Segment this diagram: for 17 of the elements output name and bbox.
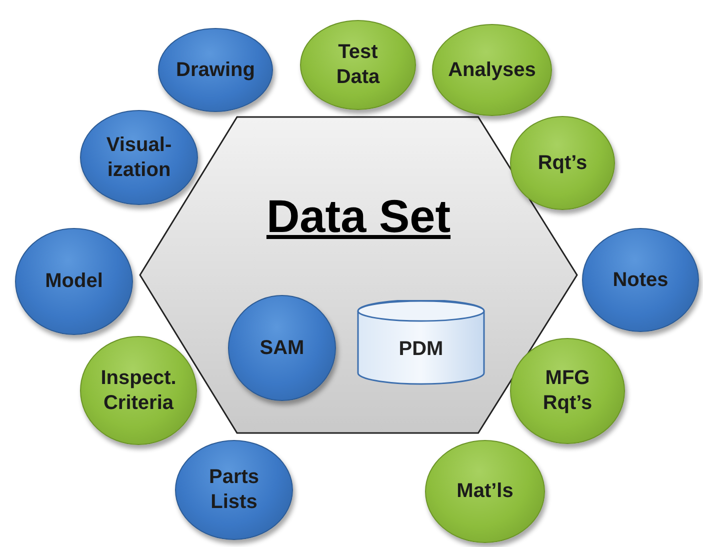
node-label: Data Set bbox=[266, 189, 451, 243]
node-label: Rqt’s bbox=[538, 150, 588, 176]
node-label: Drawing bbox=[176, 58, 255, 82]
node-label: Test Data bbox=[335, 40, 381, 90]
node-label: Mat’ls bbox=[456, 479, 514, 504]
ellipse-node bbox=[80, 336, 197, 445]
node-label: PDM bbox=[398, 337, 444, 362]
ellipse-node bbox=[510, 116, 615, 210]
node-label: Model bbox=[45, 269, 103, 294]
node-label: Analyses bbox=[448, 58, 536, 82]
ellipse-node bbox=[80, 110, 198, 205]
node-label: Inspect. Criteria bbox=[100, 366, 178, 416]
node-label: Notes bbox=[612, 268, 668, 292]
node-label: SAM bbox=[260, 336, 304, 360]
node-label: Parts Lists bbox=[208, 465, 260, 515]
node-label: MFG Rqt’s bbox=[542, 366, 594, 416]
node-label: Visual- ization bbox=[105, 132, 173, 182]
